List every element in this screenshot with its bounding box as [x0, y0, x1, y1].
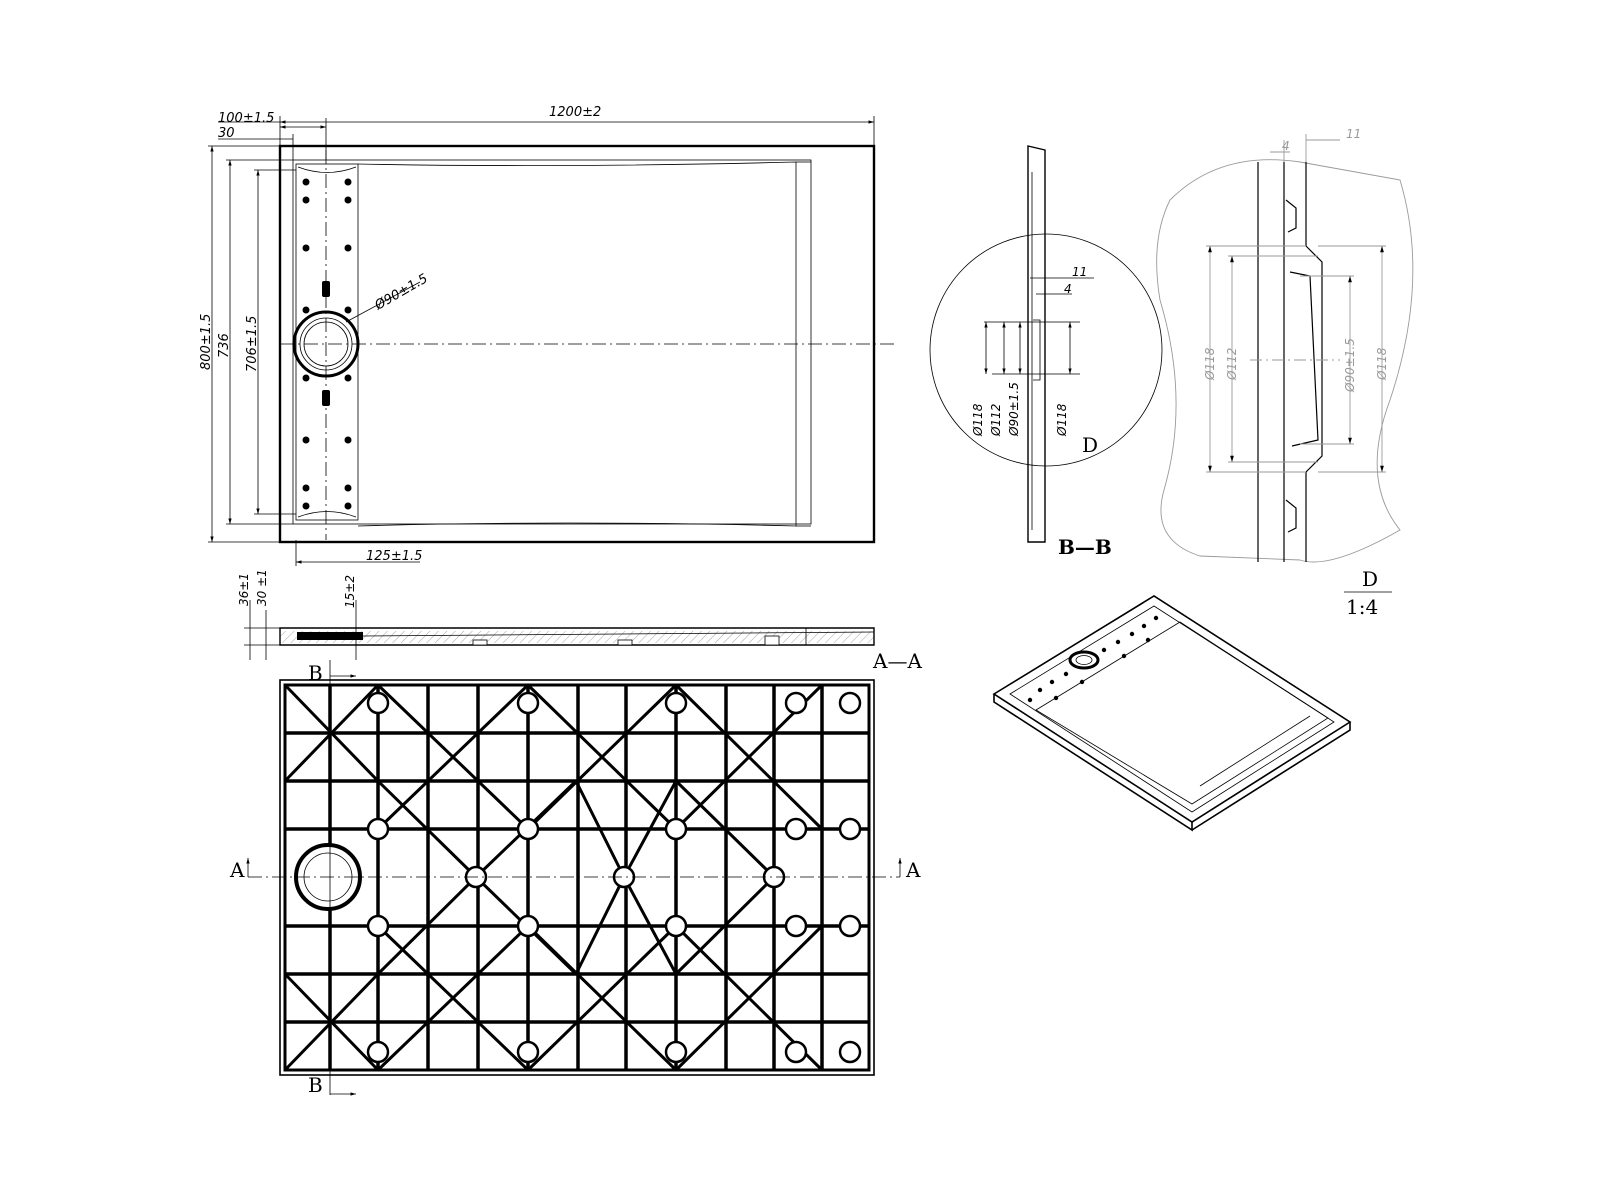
dim-118-left: Ø118: [971, 403, 985, 437]
side-view: 36±1 30 ±1 15±2 A—A: [237, 569, 922, 673]
marker-b-top: B: [308, 661, 323, 685]
dim-112: Ø112: [989, 404, 1003, 437]
dim-offset-1: 100±1.5: [218, 111, 274, 126]
dim-offset-2: 30: [218, 126, 235, 141]
iso-holes: [1027, 615, 1159, 703]
dim-inner-1: 736: [217, 333, 232, 358]
detail-marker: D: [1082, 433, 1098, 457]
detail-circle: [929, 233, 1163, 467]
dim-118-right: Ø118: [1055, 403, 1069, 437]
tray-basin: [292, 159, 812, 525]
dim-30: 30 ±1: [255, 569, 269, 606]
detail-profile: [1257, 162, 1323, 562]
marker-a-right: A: [905, 858, 921, 882]
marker-b-bottom: B: [308, 1073, 323, 1097]
isometric-view: [992, 595, 1352, 832]
dim-height: 800±1.5: [199, 314, 214, 370]
marker-a-left: A: [229, 858, 245, 882]
detail-d-title: D: [1362, 567, 1378, 591]
drain-channel: [295, 163, 359, 521]
detail-dim-112: Ø112: [1225, 348, 1239, 381]
detail-d: Ø118 Ø112 Ø90±1.5 Ø118 4 11 D 1:4: [1156, 127, 1414, 619]
dim-width: 1200±2: [549, 105, 601, 120]
detail-dim-90: Ø90±1.5: [1343, 338, 1357, 393]
mounting-holes: [302, 178, 352, 510]
detail-boundary: [1156, 159, 1414, 563]
section-b-b-title: B—B: [1058, 535, 1112, 559]
detail-dim-4: 4: [1282, 139, 1290, 153]
section-a-a-label: A—A: [872, 649, 922, 673]
dim-36: 36±1: [237, 573, 251, 606]
dim-drain: Ø90±1.5: [372, 271, 431, 314]
dim-4: 4: [1064, 282, 1072, 296]
dim-inner-2: 706±1.5: [245, 316, 260, 372]
section-b-b: 11 4 Ø118 Ø112 Ø90±1.5 Ø118 D B—B: [929, 145, 1163, 559]
plan-view: 1200±2 100±1.5 30 800±1.5 736 706±1.5 Ø9…: [199, 105, 895, 566]
detail-dim-118-left: Ø118: [1203, 347, 1217, 381]
dim-11: 11: [1072, 265, 1087, 279]
detail-d-scale: 1:4: [1346, 595, 1378, 619]
dim-15: 15±2: [343, 575, 357, 608]
bottom-view: B B A A: [229, 660, 921, 1097]
dim-90: Ø90±1.5: [1007, 382, 1021, 437]
detail-dim-11: 11: [1346, 127, 1361, 141]
detail-dim-118-right: Ø118: [1375, 347, 1389, 381]
dim-drain-pos: 125±1.5: [366, 549, 422, 564]
rib-diagonals: [283, 683, 824, 1072]
rib-bosses: [366, 691, 862, 1064]
